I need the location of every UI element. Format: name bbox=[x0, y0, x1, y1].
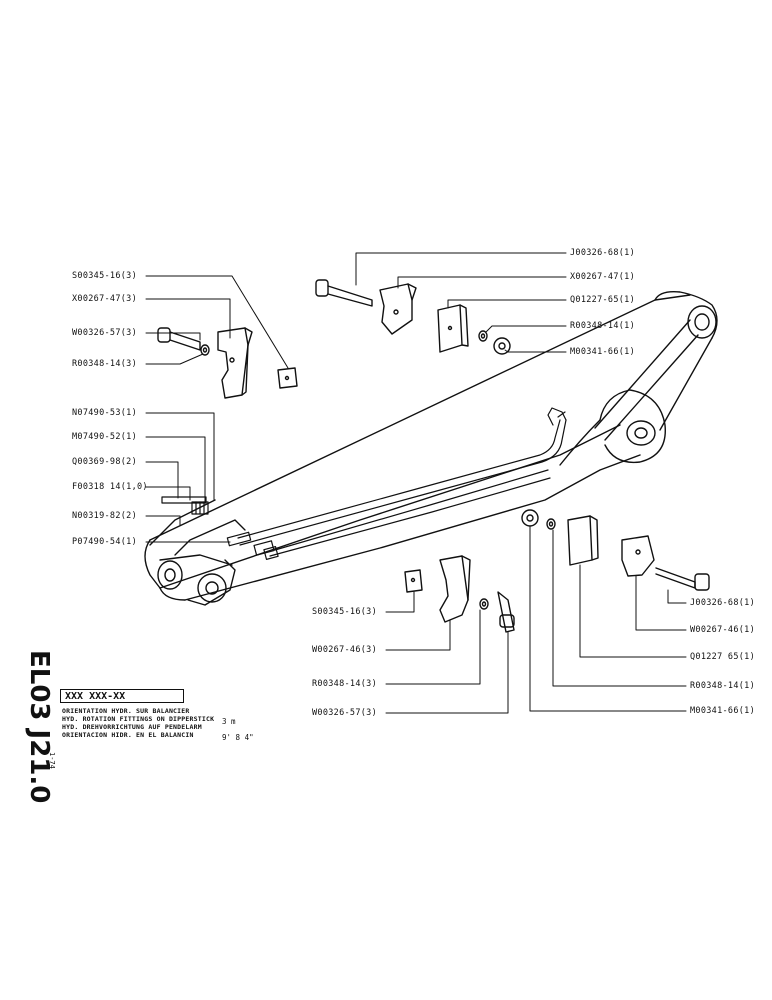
label-n00319-82-2: N00319-82(2) bbox=[72, 511, 138, 521]
label-r00348-14-3-bot: R00348-14(3) bbox=[312, 679, 378, 689]
label-f00318-14: F00318 14(1,0) bbox=[72, 482, 148, 492]
label-s00345-16-3-top: S00345-16(3) bbox=[72, 271, 138, 281]
label-w00267-46-1: W00267-46(1) bbox=[690, 625, 756, 635]
label-n07490-53-1: N07490-53(1) bbox=[72, 408, 138, 418]
label-x00267-47-1: X00267-47(1) bbox=[570, 272, 636, 282]
label-j00326-68-1-bot: J00326-68(1) bbox=[690, 598, 756, 608]
label-s00345-16-3-bot: S00345-16(3) bbox=[312, 607, 378, 617]
label-j00326-68-1-top: J00326-68(1) bbox=[570, 248, 636, 258]
label-w00326-57-3-top: W00326-57(3) bbox=[72, 328, 138, 338]
label-w00326-57-3-bot: W00326-57(3) bbox=[312, 708, 378, 718]
label-q01227-65-1-bot: Q01227 65(1) bbox=[690, 652, 756, 662]
label-m07490-52-1: M07490-52(1) bbox=[72, 432, 138, 442]
label-m00341-66-1-bot: M00341-66(1) bbox=[690, 706, 756, 716]
side-code-text: EL03 J21.0 bbox=[24, 650, 54, 804]
side-date: 1-74 bbox=[48, 752, 56, 769]
lower-right-parts bbox=[521, 509, 710, 591]
lower-middle-parts bbox=[404, 555, 515, 633]
label-m00341-66-1-top: M00341-66(1) bbox=[570, 347, 636, 357]
spec-metric: 3 m bbox=[222, 717, 236, 726]
leader-lines bbox=[145, 252, 687, 714]
label-r00348-14-1-top: R00348-14(1) bbox=[570, 321, 636, 331]
label-q00369-98-2: Q00369-98(2) bbox=[72, 457, 138, 467]
title-line-fr: ORIENTATION HYDR. SUR BALANCIER bbox=[62, 707, 190, 715]
label-r00348-14-1-bot: R00348-14(1) bbox=[690, 681, 756, 691]
upper-left-parts bbox=[157, 327, 298, 399]
spec-imperial: 9' 8 4" bbox=[222, 733, 254, 742]
title-line-es: ORIENTACION HIDR. EN EL BALANCIN bbox=[62, 731, 194, 739]
label-p07490-54-1: P07490-54(1) bbox=[72, 537, 138, 547]
dipperstick-arm bbox=[144, 290, 718, 606]
upper-right-parts bbox=[315, 279, 511, 355]
label-w00267-46-3: W00267-46(3) bbox=[312, 645, 378, 655]
label-r00348-14-3-top: R00348-14(3) bbox=[72, 359, 138, 369]
hydraulic-pipes bbox=[161, 407, 567, 560]
title-line-en: HYD. ROTATION FITTINGS ON DIPPERSTICK bbox=[62, 715, 215, 723]
label-q01227-65-1-top: Q01227-65(1) bbox=[570, 295, 636, 305]
title-line-de: HYD. DREHVORRICHTUNG AUF PENDELARM bbox=[62, 723, 202, 731]
label-x00267-47-3: X00267-47(3) bbox=[72, 294, 138, 304]
code-box: XXX XXX-XX bbox=[60, 689, 184, 703]
